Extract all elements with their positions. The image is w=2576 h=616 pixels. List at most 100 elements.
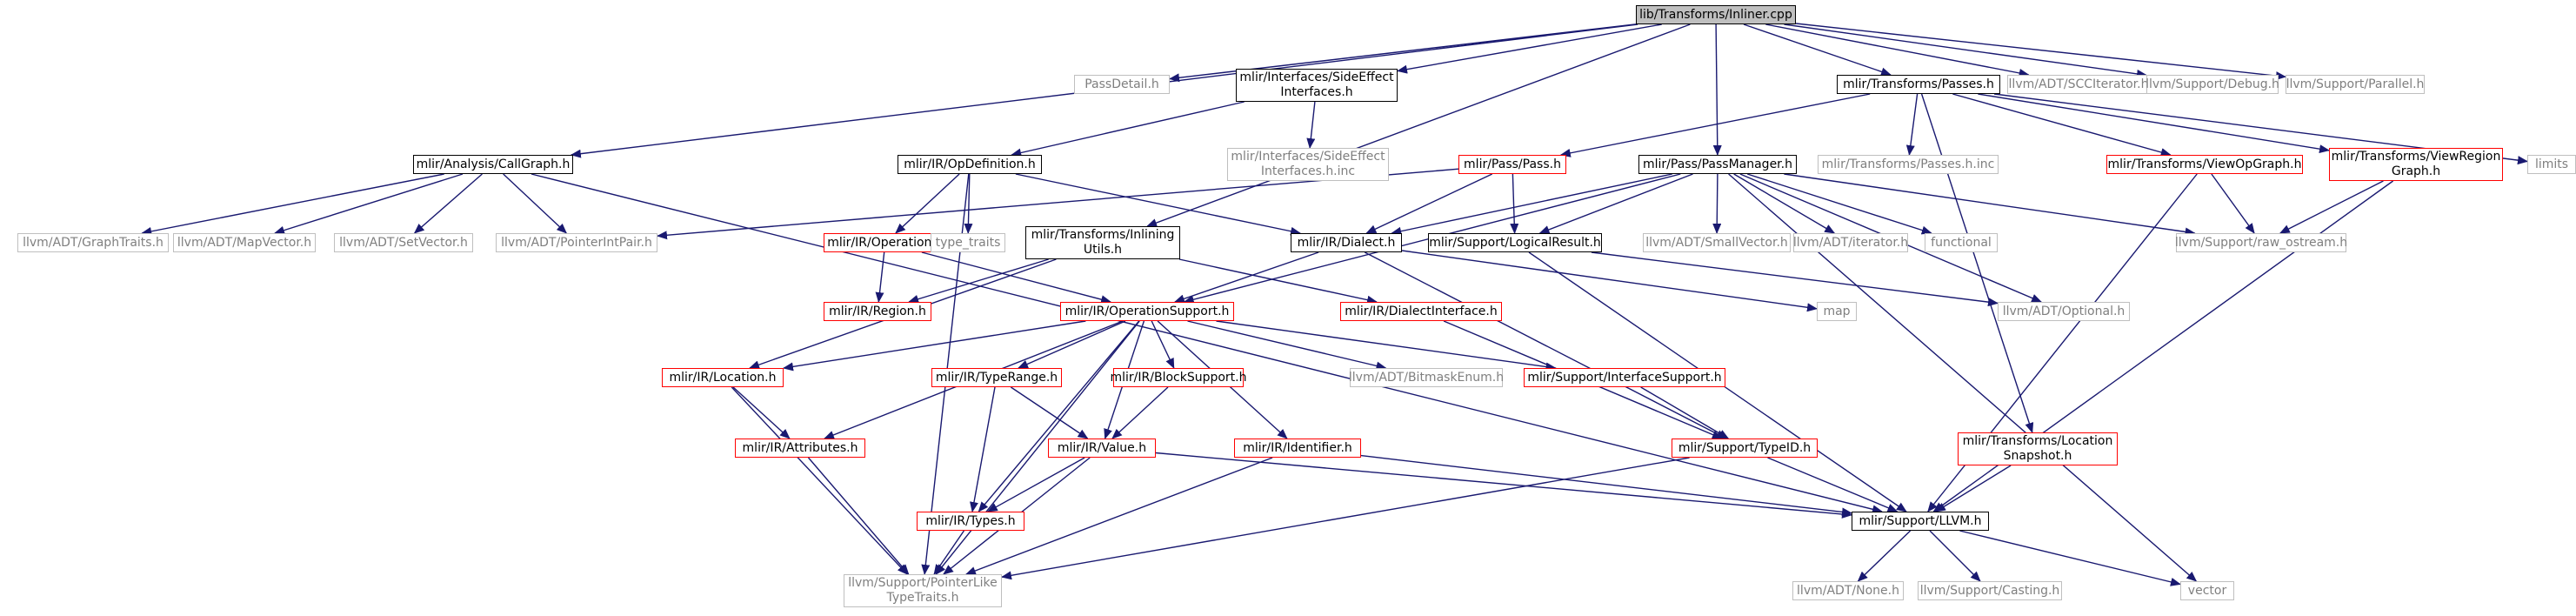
node-parallel[interactable]: llvm/Support/Parallel.h: [2286, 75, 2425, 94]
edge-passes-to-passesinc: [1905, 93, 1919, 156]
node-label: mlir/IR/TypeRange.h: [935, 370, 1058, 385]
edge-attributes-to-pointerlike: [807, 457, 910, 575]
node-label: mlir/IR/Location.h: [669, 370, 777, 385]
edge-inliner-to-parallel: [1795, 23, 2286, 81]
node-region[interactable]: mlir/IR/Region.h: [824, 302, 931, 321]
node-passes[interactable]: mlir/Transforms/Passes.h: [1837, 75, 2000, 94]
node-label: mlir/IR/OpDefinition.h: [904, 157, 1036, 171]
edge-operation-to-region: [875, 251, 885, 303]
node-interfacesupport[interactable]: mlir/Support/InterfaceSupport.h: [1524, 368, 1725, 387]
node-value[interactable]: mlir/IR/Value.h: [1048, 439, 1156, 458]
node-label: llvm/Support/Debug.h: [2146, 77, 2279, 91]
node-dialectinterface[interactable]: mlir/IR/DialectInterface.h: [1340, 302, 1502, 321]
edge-operationsupport-to-bitmaskenum: [1187, 320, 1387, 371]
node-types[interactable]: mlir/IR/Types.h: [917, 512, 1024, 531]
node-blocksupport[interactable]: mlir/IR/BlockSupport.h: [1110, 368, 1247, 387]
node-functional[interactable]: functional: [1925, 233, 1998, 252]
node-label: llvm/ADT/iterator.h: [1792, 235, 1909, 250]
node-typeid[interactable]: mlir/Support/TypeID.h: [1672, 439, 1818, 458]
node-label: llvm/ADT/PointerIntPair.h: [501, 235, 652, 250]
node-llvmh[interactable]: mlir/Support/LLVM.h: [1852, 512, 1989, 531]
edge-identifier-to-llvmh: [1360, 454, 1852, 517]
node-label: Interfaces.h: [1280, 85, 1353, 99]
node-pointerintpair[interactable]: llvm/ADT/PointerIntPair.h: [496, 233, 657, 252]
edge-callgraph-to-pointerintpair: [503, 173, 568, 234]
node-attributes[interactable]: mlir/IR/Attributes.h: [735, 439, 865, 458]
node-label: lib/Transforms/Inliner.cpp: [1639, 7, 1792, 22]
node-debug[interactable]: llvm/Support/Debug.h: [2146, 75, 2279, 94]
node-logicalresult[interactable]: mlir/Support/LogicalResult.h: [1428, 233, 1602, 252]
node-limits[interactable]: limits: [2527, 155, 2576, 174]
edge-callgraph-to-mapvector: [274, 173, 464, 235]
node-bitmaskenum[interactable]: llvm/ADT/BitmaskEnum.h: [1348, 368, 1505, 387]
node-label: llvm/ADT/SetVector.h: [339, 235, 468, 250]
node-scciterator[interactable]: llvm/ADT/SCCIterator.h: [2007, 75, 2150, 94]
edge-passes-to-viewregiongraph: [1978, 93, 2330, 154]
edge-sideeffect-to-sideeffectinc: [1306, 101, 1316, 149]
node-operationsupport[interactable]: mlir/IR/OperationSupport.h: [1060, 302, 1234, 321]
edge-identifier-to-pointerlike: [964, 457, 1273, 575]
node-label: map: [1823, 304, 1851, 318]
edge-inliningutils-to-dialectinterface: [1178, 258, 1378, 305]
node-passesinc[interactable]: mlir/Transforms/Passes.h.inc: [1818, 155, 1999, 174]
node-callgraph[interactable]: mlir/Analysis/CallGraph.h: [413, 155, 573, 174]
node-inliner: lib/Transforms/Inliner.cpp: [1636, 5, 1796, 24]
node-map[interactable]: map: [1817, 302, 1857, 321]
node-label: mlir/Support/InterfaceSupport.h: [1527, 370, 1722, 385]
node-operation[interactable]: mlir/IR/Operation.h: [824, 233, 947, 252]
node-label: TypeTraits.h: [886, 591, 959, 605]
node-label: mlir/Support/LLVM.h: [1859, 513, 1982, 528]
node-label: functional: [1931, 235, 1992, 250]
node-passdetail[interactable]: PassDetail.h: [1074, 75, 1170, 94]
node-opdefinition[interactable]: mlir/IR/OpDefinition.h: [898, 155, 1042, 174]
edge-inliner-to-passmanager: [1712, 23, 1722, 156]
edge-location-to-pointerlike: [731, 386, 908, 575]
edge-callgraph-to-setvector: [413, 173, 483, 234]
node-label: llvm/Support/Parallel.h: [2286, 77, 2425, 91]
node-vector[interactable]: vector: [2180, 581, 2234, 600]
node-mapvector[interactable]: llvm/ADT/MapVector.h: [173, 233, 316, 252]
node-label: mlir/IR/Value.h: [1057, 440, 1147, 455]
node-label: llvm/ADT/BitmaskEnum.h: [1348, 370, 1505, 385]
edge-llvmh-to-vector: [1959, 530, 2181, 586]
node-label: llvm/ADT/SmallVector.h: [1645, 235, 1788, 250]
edge-viewopgraph-to-rawostream: [2211, 173, 2255, 234]
edge-operationsupport-to-types: [978, 320, 1140, 512]
edge-logicalresult-to-optional: [1591, 251, 1999, 307]
node-none[interactable]: llvm/ADT/None.h: [1792, 581, 1904, 600]
node-label: llvm/ADT/SCCIterator.h: [2008, 77, 2149, 91]
node-graphtraits[interactable]: llvm/ADT/GraphTraits.h: [17, 233, 169, 252]
node-label: mlir/Support/TypeID.h: [1678, 440, 1812, 455]
node-identifier[interactable]: mlir/IR/Identifier.h: [1234, 439, 1361, 458]
node-casting[interactable]: llvm/Support/Casting.h: [1918, 581, 2062, 600]
node-viewopgraph[interactable]: mlir/Transforms/ViewOpGraph.h: [2106, 155, 2303, 174]
edge-llvmh-to-none: [1857, 530, 1912, 582]
node-label: mlir/IR/DialectInterface.h: [1345, 304, 1498, 318]
node-location[interactable]: mlir/IR/Location.h: [662, 368, 784, 387]
edge-blocksupport-to-value: [1111, 386, 1169, 439]
node-label: llvm/ADT/Optional.h: [2002, 304, 2126, 318]
node-label: llvm/ADT/GraphTraits.h: [23, 235, 164, 250]
edge-callgraph-to-llvmh: [531, 173, 1883, 514]
node-iterator[interactable]: llvm/ADT/iterator.h: [1793, 233, 1908, 252]
node-typerange[interactable]: mlir/IR/TypeRange.h: [931, 368, 1062, 387]
node-label: mlir/Analysis/CallGraph.h: [416, 157, 571, 171]
node-label: llvm/ADT/None.h: [1797, 583, 1899, 598]
node-rawostream[interactable]: llvm/Support/raw_ostream.h: [2175, 233, 2347, 252]
node-dialect[interactable]: mlir/IR/Dialect.h: [1291, 233, 1402, 252]
edge-passes-to-passpass: [1559, 93, 1871, 157]
node-smallvector[interactable]: llvm/ADT/SmallVector.h: [1643, 233, 1791, 252]
node-label: mlir/IR/BlockSupport.h: [1110, 370, 1247, 385]
node-passmanager[interactable]: mlir/Pass/PassManager.h: [1638, 155, 1797, 174]
node-typetraits[interactable]: type_traits: [931, 233, 1005, 252]
node-passpass[interactable]: mlir/Pass/Pass.h: [1458, 155, 1566, 174]
node-optional[interactable]: llvm/ADT/Optional.h: [1998, 302, 2130, 321]
node-setvector[interactable]: llvm/ADT/SetVector.h: [334, 233, 473, 252]
